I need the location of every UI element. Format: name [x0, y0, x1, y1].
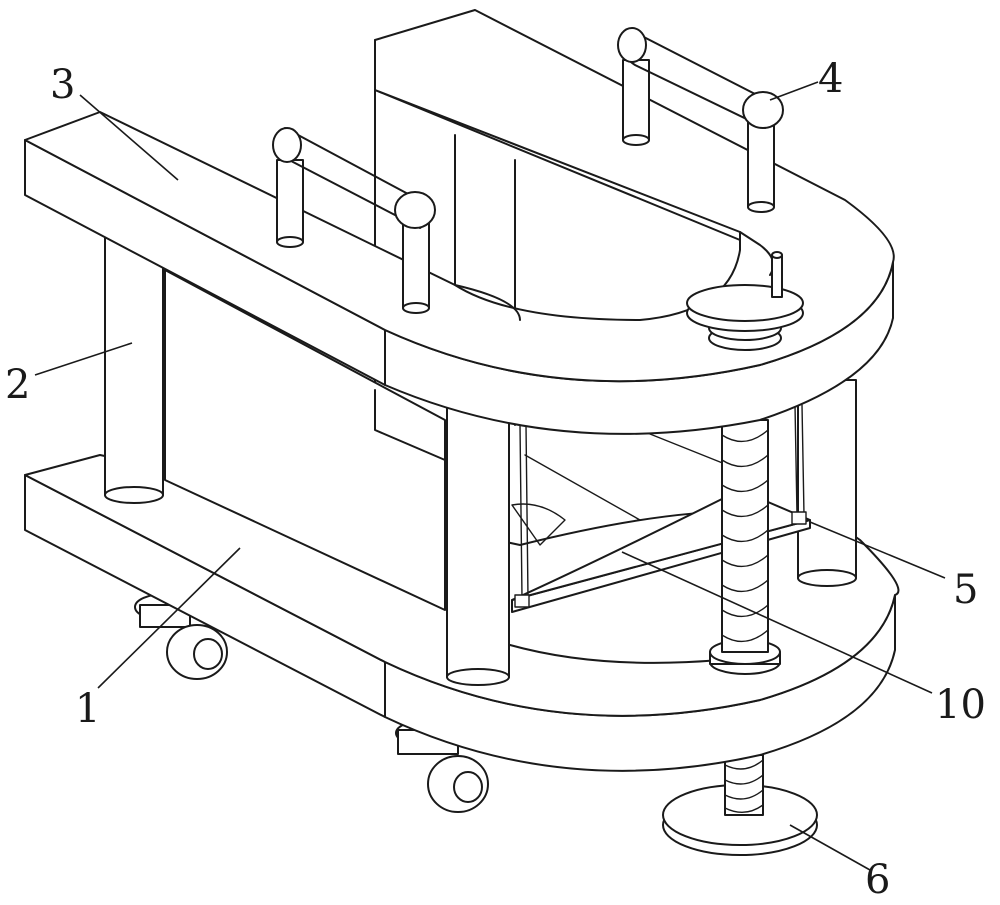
label-3: 3 [50, 62, 75, 108]
label-10: 10 [935, 682, 986, 728]
leader-lines [34, 81, 946, 871]
screw-rod [709, 419, 781, 675]
support-pillar-left [104, 234, 164, 504]
part-labels: 3 2 1 4 5 10 6 [5, 56, 986, 903]
inner-wall [164, 269, 446, 611]
label-5: 5 [953, 567, 978, 613]
adjustment-knob [686, 251, 804, 351]
label-1: 1 [75, 686, 100, 732]
label-4: 4 [818, 56, 843, 102]
handle-left [272, 127, 436, 314]
label-6: 6 [865, 857, 890, 903]
leveling-foot [662, 754, 818, 856]
handle-right [617, 27, 784, 213]
label-2: 2 [5, 362, 30, 408]
support-pillar-front [446, 404, 510, 686]
top-plate [24, 9, 895, 435]
rear-pillar [797, 379, 857, 587]
